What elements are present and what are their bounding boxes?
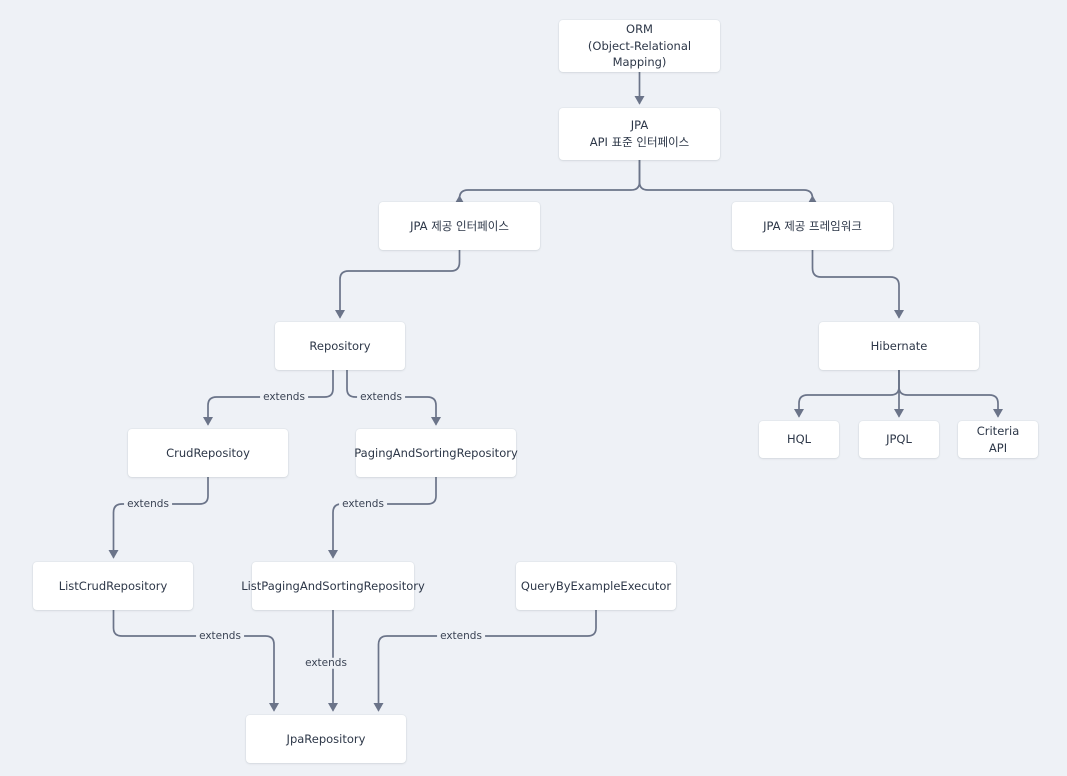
edge-jpa-jpafw <box>638 159 818 205</box>
node-jpql[interactable]: JPQL <box>859 421 939 458</box>
node-list-crud-repository-label: ListCrudRepository <box>58 578 168 593</box>
node-criteria-api-label: Criteria API <box>976 423 1020 455</box>
node-jpa-framework[interactable]: JPA 제공 프레임워크 <box>732 202 893 250</box>
node-jpa-interface-label: JPA 제공 인터페이스 <box>410 218 509 233</box>
edge-label-repository-crud: extends <box>260 392 308 403</box>
edge-label-repository-paging: extends <box>357 392 405 403</box>
edge-listcrud-jparepo <box>112 609 280 712</box>
edge-jpaif-repository <box>334 249 461 319</box>
edge-hibernate-criteria <box>898 369 1004 418</box>
edge-label-crud-listcrud: extends <box>124 499 172 510</box>
edge-label-qbe-jparepo: extends <box>437 631 485 642</box>
node-jpa-framework-label: JPA 제공 프레임워크 <box>763 218 862 233</box>
edge-hibernate-hql <box>793 369 900 418</box>
node-list-paging-and-sorting-repository[interactable]: ListPagingAndSortingRepository <box>241 562 425 610</box>
node-query-by-example-executor[interactable]: QueryByExampleExecutor <box>516 562 676 610</box>
edge-label-listpaging-jparepo: extends <box>302 658 350 669</box>
node-paging-and-sorting-repository[interactable]: PagingAndSortingRepository <box>354 429 518 477</box>
node-list-crud-repository[interactable]: ListCrudRepository <box>33 562 193 610</box>
node-orm-label: ORM (Object-Relational Mapping) <box>587 22 692 70</box>
node-jpa-label: JPA API 표준 인터페이스 <box>589 118 690 149</box>
node-repository-label: Repository <box>309 338 371 353</box>
node-crud-repository-label: CrudRepositoy <box>166 445 250 460</box>
node-repository[interactable]: Repository <box>275 322 405 370</box>
node-jpa-interface[interactable]: JPA 제공 인터페이스 <box>379 202 540 250</box>
node-hibernate-label: Hibernate <box>870 338 928 353</box>
node-paging-and-sorting-repository-label: PagingAndSortingRepository <box>354 445 518 460</box>
edge-label-listcrud-jparepo: extends <box>196 631 244 642</box>
node-query-by-example-executor-label: QueryByExampleExecutor <box>520 578 672 593</box>
edge-jpafw-hibernate <box>811 249 905 319</box>
edge-crud-listcrud <box>108 476 209 559</box>
edge-label-paging-listpaging: extends <box>339 499 387 510</box>
edge-paging-listpaging <box>327 476 437 559</box>
node-jpa-repository[interactable]: JpaRepository <box>246 715 406 763</box>
edge-qbe-jparepo <box>373 609 597 712</box>
node-jpa[interactable]: JPA API 표준 인터페이스 <box>559 108 720 160</box>
node-hibernate[interactable]: Hibernate <box>819 322 979 370</box>
node-jpa-repository-label: JpaRepository <box>286 731 366 746</box>
node-criteria-api[interactable]: Criteria API <box>958 421 1038 458</box>
edge-jpa-jpaif <box>454 159 641 205</box>
node-list-paging-and-sorting-repository-label: ListPagingAndSortingRepository <box>241 578 425 593</box>
node-crud-repository[interactable]: CrudRepositoy <box>128 429 288 477</box>
node-hql-label: HQL <box>786 432 812 447</box>
node-orm[interactable]: ORM (Object-Relational Mapping) <box>559 20 720 72</box>
node-hql[interactable]: HQL <box>759 421 839 458</box>
node-jpql-label: JPQL <box>886 432 912 447</box>
